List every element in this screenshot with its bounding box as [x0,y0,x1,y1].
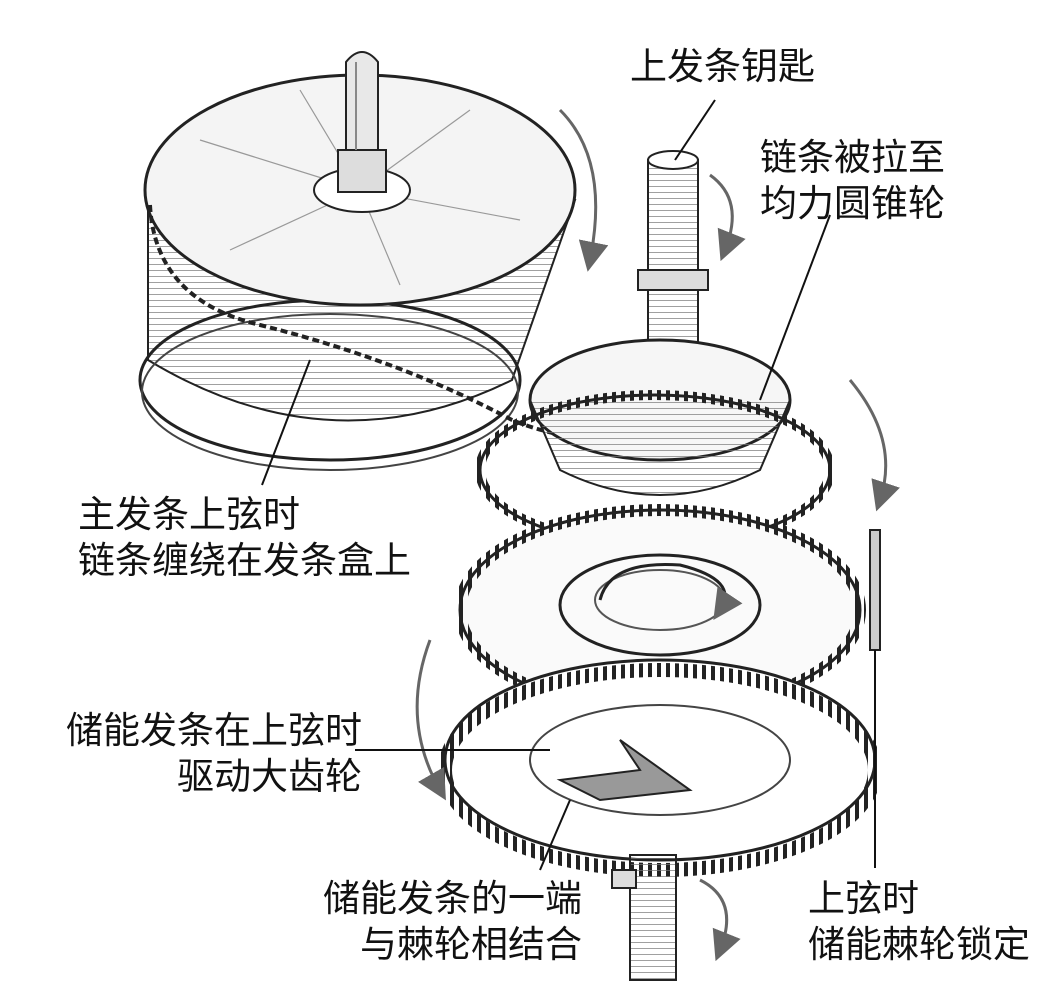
label-ratchet-locked: 上弦时 储能棘轮锁定 [808,876,1030,968]
label-line: 主发条上弦时 [78,493,300,536]
label-line: 上弦时 [808,877,919,920]
label-chain-to-fusee: 链条被拉至 均力圆锥轮 [760,135,945,227]
label-chain-wraps-barrel: 主发条上弦时 链条缠绕在发条盒上 [78,492,411,584]
label-line: 储能棘轮锁定 [808,923,1030,966]
rotation-arrows [415,108,900,962]
label-spring-end-ratchet: 储能发条的一端 与棘轮相结合 [300,876,582,968]
label-line: 上发条钥匙 [630,45,815,88]
label-auxiliary-spring-drives: 储能发条在上弦时 驱动大齿轮 [44,708,362,800]
label-line: 储能发条的一端 [323,877,582,920]
leader-winding-key [674,99,716,161]
ratchet-click [869,529,881,651]
auxiliary-spring-gear [454,504,866,716]
lower-arbor [611,854,677,981]
label-line: 链条被拉至 [760,136,945,179]
label-line: 与棘轮相结合 [360,923,582,966]
mainspring-barrel [138,51,577,471]
label-line: 驱动大齿轮 [177,755,362,798]
label-line: 均力圆锥轮 [760,182,945,225]
label-winding-key: 上发条钥匙 [630,44,815,90]
label-line: 储能发条在上弦时 [66,709,362,752]
great-wheel [438,658,882,877]
label-line: 链条缠绕在发条盒上 [78,539,411,582]
leader-chain-to-fusee [759,214,831,401]
fusee-cone [475,338,835,550]
leader-lines [261,99,876,871]
leader-spring-end [539,799,571,871]
winding-key-arbor [637,150,709,361]
leader-chain-wraps [261,359,311,486]
